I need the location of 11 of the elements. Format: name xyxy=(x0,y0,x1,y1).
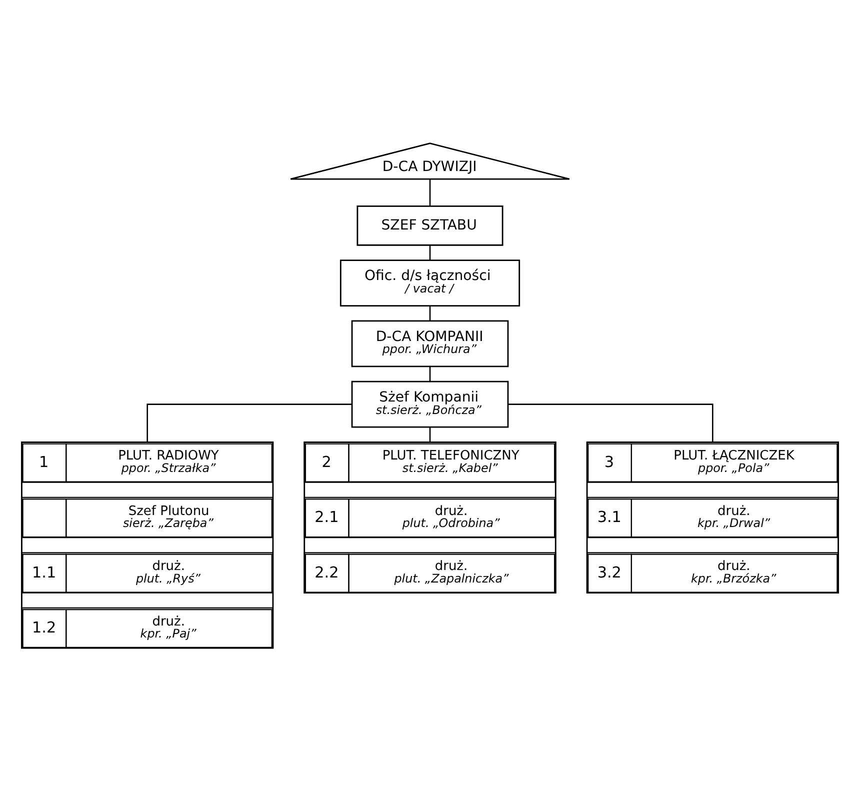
connector xyxy=(146,403,352,442)
connector xyxy=(429,366,431,381)
node-box: Ofic. d/s łączności / vacat / xyxy=(340,259,520,306)
connector xyxy=(429,244,431,260)
connector xyxy=(429,426,431,442)
connector xyxy=(508,403,714,442)
node-box: SZEF SZTABU xyxy=(356,204,504,246)
connector xyxy=(429,305,431,320)
node-box: D-CA KOMPANII ppor. „Wichura” xyxy=(351,320,509,367)
connector xyxy=(429,178,431,206)
node-box: Sżef Kompanii st.sierż. „Bończa” xyxy=(351,380,509,428)
